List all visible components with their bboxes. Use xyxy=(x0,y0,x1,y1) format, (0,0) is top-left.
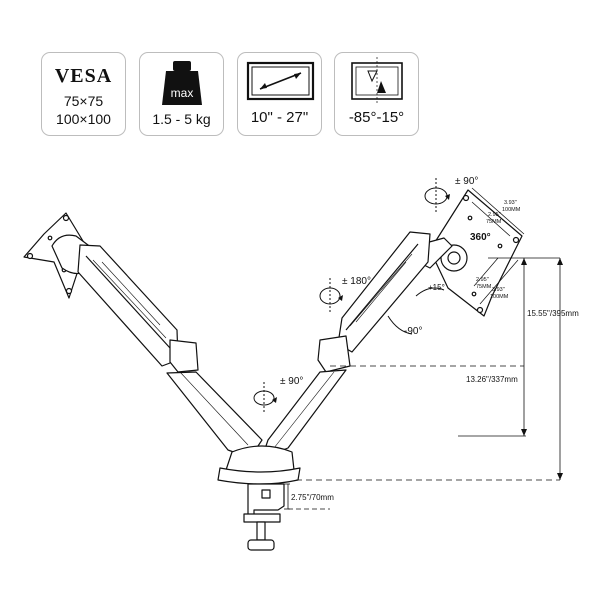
height-mid-label: 13.26"/337mm xyxy=(466,375,518,384)
screen-size-range: 10" - 27" xyxy=(250,109,309,126)
base-swivel-label: ± 90° xyxy=(280,376,303,387)
desk-clamp xyxy=(243,483,285,551)
vesa-dimension-lines xyxy=(471,187,525,305)
vesa-size-small: 75×75 xyxy=(63,93,104,109)
top-swivel-label: ± 90° xyxy=(455,176,478,187)
right-lower-arm xyxy=(261,369,347,459)
weight-icon: max xyxy=(162,61,202,105)
vesa-top-inner: 2.95" xyxy=(488,212,501,218)
vesa-bot-outer: 3.93" xyxy=(492,287,505,293)
tilt-icon xyxy=(351,57,403,105)
tilt-spec-card: -85°-15° xyxy=(334,52,419,136)
vesa-bot-inner-mm: 75MM xyxy=(476,284,492,290)
weight-spec-card: max 1.5 - 5 kg xyxy=(139,52,224,136)
right-upper-arm xyxy=(337,231,431,353)
height-dimension-lines xyxy=(284,257,561,510)
screen-spec-card: 10" - 27" xyxy=(237,52,322,136)
tilt-down-icon xyxy=(387,315,413,335)
vesa-title: VESA xyxy=(54,65,113,87)
tilt-up-label: +15° xyxy=(428,283,445,292)
base-mount xyxy=(217,445,301,485)
vesa-top-outer: 3.93" xyxy=(504,200,517,206)
clamp-range-label: 2.75"/70mm xyxy=(291,493,334,502)
tilt-down-label: -90° xyxy=(404,326,422,337)
weight-range: 1.5 - 5 kg xyxy=(152,111,211,127)
tilt-up-icon xyxy=(415,287,445,297)
left-lower-arm xyxy=(166,371,263,459)
vesa-bot-inner: 2.95" xyxy=(476,277,489,283)
screen-size-icon xyxy=(246,61,315,101)
vesa-top-outer-mm: 100MM xyxy=(502,207,521,213)
vesa-spec-card: VESA 75×75 100×100 xyxy=(41,52,126,136)
height-max-label: 15.55"/395mm xyxy=(527,309,579,318)
weight-badge: max xyxy=(171,86,194,100)
tilt-range: -85°-15° xyxy=(348,109,405,126)
plate-rotate-label: 360° xyxy=(470,232,491,243)
vesa-bot-outer-mm: 100MM xyxy=(490,294,509,300)
vesa-top-inner-mm: 75MM xyxy=(486,219,502,225)
mid-swivel-label: ± 180° xyxy=(342,276,371,287)
vesa-size-large: 100×100 xyxy=(56,111,111,127)
spec-row: VESA 75×75 100×100 max 1.5 - 5 kg 10" - … xyxy=(0,52,600,136)
left-upper-arm xyxy=(77,244,179,367)
